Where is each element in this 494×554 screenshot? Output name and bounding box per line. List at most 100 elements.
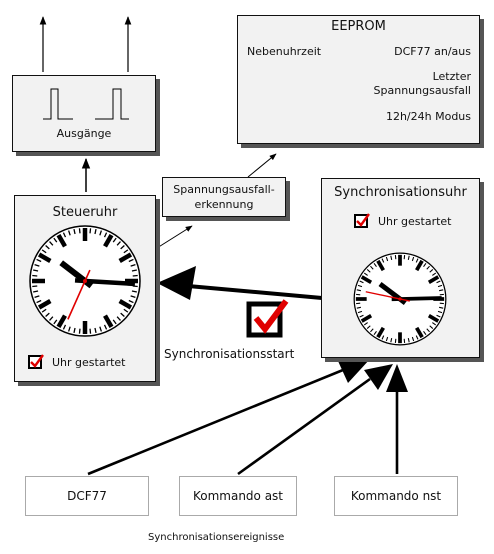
sync-clock-status: Uhr gestartet <box>378 215 452 228</box>
second-hand <box>365 291 410 302</box>
minute-tick <box>41 308 47 313</box>
minute-tick <box>370 328 374 333</box>
sync-to-control-line <box>187 284 323 300</box>
minute-tick <box>436 280 441 284</box>
hour-tick <box>376 259 385 272</box>
hour-tick <box>56 314 67 329</box>
minute-tick <box>36 299 42 304</box>
minute-tick <box>103 324 108 330</box>
minute-tick <box>356 306 361 309</box>
minute-tick <box>120 312 125 317</box>
source-kommando-ast-box: Kommando ast <box>179 476 297 516</box>
minute-tick <box>89 328 92 334</box>
minute-tick <box>366 325 371 329</box>
checkbox-checked-icon <box>354 213 370 228</box>
minute-tick <box>116 241 121 246</box>
minute-tick <box>429 269 434 273</box>
minute-tick <box>439 306 444 309</box>
minute-tick <box>33 269 39 272</box>
ast-to-sync-arrow <box>237 377 371 476</box>
minute-tick <box>130 264 136 267</box>
control-clock-face <box>29 225 141 337</box>
sync-clock-title: Synchronisationsuhr <box>334 185 467 200</box>
minute-tick <box>32 274 38 277</box>
minute-tick <box>357 284 363 288</box>
minute-tick <box>370 265 374 270</box>
minute-tick <box>373 331 377 336</box>
hour-tick <box>427 275 440 284</box>
hour-tick <box>360 275 373 284</box>
minute-tick <box>34 264 40 267</box>
hour-tick <box>103 233 114 248</box>
minute-tick <box>411 256 415 262</box>
minute-tick <box>120 245 125 250</box>
minute-tick <box>436 314 441 318</box>
dcf77-arrowhead <box>338 359 370 383</box>
minute-tick <box>359 280 364 284</box>
powerfail-to-eeprom-arrow <box>247 153 277 178</box>
minute-tick <box>385 336 389 342</box>
minute-tick <box>437 284 443 288</box>
eeprom-item-power-fail-1: Letzter <box>432 70 471 83</box>
power-fail-detection-box: Spannungsausfall- erkennung <box>162 177 286 217</box>
minute-tick <box>407 255 410 260</box>
minute-tick <box>45 312 50 317</box>
footer-caption: Synchronisationsereignisse <box>148 532 285 543</box>
minute-tick <box>49 241 54 246</box>
control-clock-title: Steueruhr <box>52 205 118 220</box>
minute-tick <box>68 230 71 236</box>
hour-tick <box>360 314 373 323</box>
eeprom-title: EEPROM <box>331 19 386 34</box>
minute-tick <box>366 269 371 273</box>
minute-tick <box>123 308 129 313</box>
minute-tick <box>359 314 364 318</box>
source-kommando-nst-label: Kommando nst <box>350 489 442 503</box>
minute-tick <box>32 285 38 288</box>
minute-tick <box>363 272 368 276</box>
hour-tick <box>37 299 52 310</box>
minute-tick <box>423 331 427 336</box>
dcf77-to-sync-arrow <box>87 368 344 476</box>
minute-tick <box>132 274 138 277</box>
minute-tick <box>385 256 389 262</box>
minute-tick <box>68 326 71 332</box>
minute-tick <box>423 262 427 267</box>
source-dcf77-box: DCF77 <box>25 476 149 516</box>
minute-tick <box>36 258 42 263</box>
hour-tick <box>56 233 67 248</box>
eeprom-item-power-fail-2: Spannungsausfall <box>373 84 471 97</box>
minute-tick <box>390 255 393 260</box>
hour-tick <box>376 326 385 339</box>
sync-start-label: Synchronisationsstart <box>164 347 295 361</box>
minute-tick <box>41 249 47 254</box>
minute-tick <box>437 310 443 314</box>
hour-tick <box>103 314 114 329</box>
hour-tick <box>118 252 133 263</box>
minute-tick <box>429 325 434 329</box>
minute-tick <box>407 338 410 343</box>
minute-tick <box>373 262 377 267</box>
minute-tick <box>381 258 385 263</box>
sync-clock-box: Synchronisationsuhr Uhr gestartet <box>321 178 480 358</box>
pulse-signal-icon <box>43 88 129 120</box>
power-fail-line-2: erkennung <box>194 198 254 211</box>
minute-tick <box>426 328 430 333</box>
minute-tick <box>112 319 117 325</box>
nst-arrowhead <box>386 364 408 392</box>
minute-tick <box>49 316 54 321</box>
minute-tick <box>99 230 102 236</box>
minute-tick <box>432 272 437 276</box>
minute-tick <box>363 322 368 326</box>
eeprom-item-slave-time: Nebenuhrzeit <box>247 45 322 58</box>
source-kommando-nst-box: Kommando nst <box>334 476 458 516</box>
minute-tick <box>116 316 121 321</box>
power-fail-line-1: Spannungsausfall- <box>173 183 275 196</box>
minute-tick <box>130 295 136 298</box>
minute-tick <box>94 229 97 235</box>
hour-tick <box>37 252 52 263</box>
minute-tick <box>78 228 81 234</box>
second-hand <box>67 269 91 320</box>
minute-tick <box>128 299 134 304</box>
control-to-powerfail-arrow <box>156 225 193 249</box>
